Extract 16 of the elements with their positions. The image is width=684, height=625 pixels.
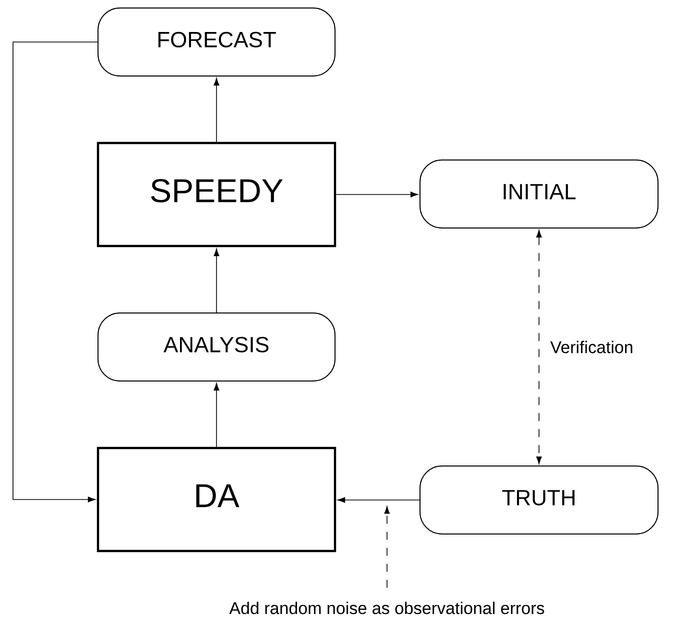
note-text: Add random noise as observational errors (229, 602, 544, 614)
process-box: DA (96, 446, 336, 552)
arrow (214, 382, 220, 448)
arrow (12, 42, 98, 502)
arrow (214, 248, 220, 313)
rounded-box: INITIAL (420, 160, 658, 228)
rounded-box: FORECAST (98, 8, 336, 76)
arrow (338, 497, 420, 503)
arrow (336, 192, 418, 198)
rounded-box: TRUTH (420, 466, 658, 534)
process-box: SPEEDY (96, 142, 336, 248)
arrow (536, 230, 542, 464)
arrow (214, 78, 220, 142)
rounded-box: ANALYSIS (98, 312, 336, 382)
arrow (384, 506, 390, 588)
edge-label: Verification (550, 340, 632, 354)
